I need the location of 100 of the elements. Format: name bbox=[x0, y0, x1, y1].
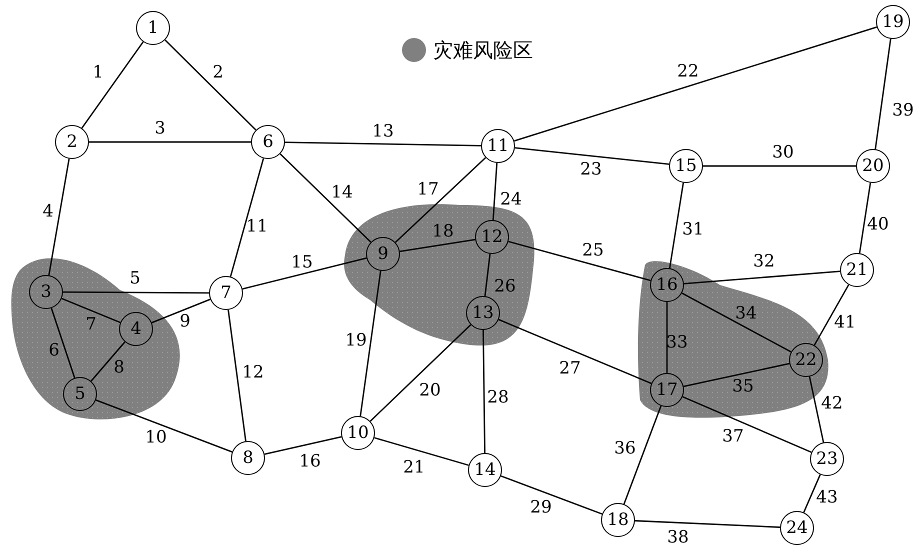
connector-line bbox=[61, 298, 121, 324]
edge-label: 23 bbox=[580, 162, 602, 178]
connector-line bbox=[48, 158, 70, 276]
edge-label: 30 bbox=[772, 144, 794, 162]
connector-line bbox=[508, 240, 651, 282]
node-circle: 15 bbox=[669, 149, 703, 183]
connector-line bbox=[874, 38, 892, 150]
connector-line bbox=[500, 475, 602, 515]
edge-label: 3 bbox=[154, 120, 166, 138]
edge-label: 15 bbox=[291, 254, 313, 272]
connector-line bbox=[242, 257, 367, 290]
edge-label: 21 bbox=[403, 460, 425, 476]
node-circle: 21 bbox=[840, 253, 874, 287]
connector-line bbox=[89, 141, 251, 143]
edge-label: 42 bbox=[821, 396, 843, 412]
edge-label: 18 bbox=[432, 224, 454, 240]
edge-label: 14 bbox=[331, 184, 353, 202]
edge-label: 9 bbox=[180, 314, 190, 330]
connector-line bbox=[370, 324, 472, 422]
connector-line bbox=[808, 376, 824, 443]
connector-line bbox=[666, 302, 668, 373]
edge-label: 37 bbox=[722, 428, 744, 446]
edge-label: 1 bbox=[92, 64, 104, 82]
node-circle: 16 bbox=[650, 268, 684, 302]
node-circle: 11 bbox=[481, 129, 515, 163]
connector-line bbox=[814, 284, 850, 346]
edge-label: 26 bbox=[494, 278, 516, 296]
edge-label: 32 bbox=[753, 254, 775, 270]
edge-label: 17 bbox=[417, 182, 439, 198]
edge-label: 27 bbox=[559, 360, 581, 378]
edge-label: 6 bbox=[48, 342, 60, 360]
edge-label: 25 bbox=[582, 242, 604, 260]
edge-label: 41 bbox=[834, 314, 856, 332]
connector-line bbox=[280, 153, 372, 243]
connector-line bbox=[484, 254, 491, 296]
edge-label: 19 bbox=[345, 332, 367, 350]
connector-line bbox=[803, 474, 821, 513]
connector-line bbox=[81, 41, 144, 129]
node-circle: 7 bbox=[209, 276, 243, 310]
edge-label: 24 bbox=[500, 192, 522, 208]
node-circle: 13 bbox=[466, 296, 500, 330]
edge-label: 36 bbox=[614, 440, 636, 458]
connector-line bbox=[682, 292, 792, 353]
connector-line bbox=[394, 157, 486, 243]
edge-label: 11 bbox=[246, 218, 268, 236]
edge-label: 34 bbox=[735, 306, 757, 322]
connector-line bbox=[360, 270, 382, 416]
connector-line bbox=[400, 238, 476, 252]
node-circle: 8 bbox=[231, 441, 265, 475]
connector-line bbox=[50, 308, 76, 378]
edge-label: 33 bbox=[666, 334, 688, 352]
connector-line bbox=[668, 182, 684, 268]
edge-label: 8 bbox=[114, 360, 124, 376]
edge-label: 40 bbox=[867, 216, 889, 234]
node-circle: 1 bbox=[136, 11, 170, 45]
edge-label: 43 bbox=[816, 490, 838, 506]
node-circle: 19 bbox=[876, 5, 910, 39]
connector-line bbox=[63, 291, 209, 294]
node-circle: 6 bbox=[251, 125, 285, 159]
edge-label: 39 bbox=[892, 102, 914, 120]
edge-label: 20 bbox=[419, 382, 441, 400]
connector-line bbox=[374, 437, 469, 466]
node-circle: 5 bbox=[63, 377, 97, 411]
node-circle: 17 bbox=[650, 373, 684, 407]
connector-line bbox=[683, 362, 790, 388]
node-circle: 23 bbox=[810, 442, 844, 476]
edge-label: 31 bbox=[682, 222, 704, 238]
edge-label: 2 bbox=[212, 64, 224, 82]
connector-line bbox=[230, 158, 264, 277]
edge-label: 10 bbox=[145, 430, 167, 446]
edge-label: 35 bbox=[732, 378, 754, 396]
edge-label: 5 bbox=[130, 270, 140, 288]
node-circle: 24 bbox=[780, 511, 814, 545]
legend-text: 灾难风险区 bbox=[433, 40, 533, 60]
edge-label: 12 bbox=[242, 364, 264, 382]
connector-line bbox=[264, 436, 342, 455]
connector-line bbox=[703, 165, 856, 167]
edge-label: 7 bbox=[86, 316, 96, 334]
connector-line bbox=[498, 318, 652, 384]
node-circle: 3 bbox=[29, 275, 63, 309]
edge-label: 38 bbox=[667, 530, 689, 546]
edge-label: 28 bbox=[487, 390, 509, 406]
connector-line bbox=[228, 310, 246, 442]
node-circle: 20 bbox=[856, 149, 890, 183]
edge-label: 16 bbox=[299, 454, 321, 470]
connector-line bbox=[514, 147, 670, 165]
edge-label: 22 bbox=[677, 64, 699, 80]
node-circle: 22 bbox=[789, 343, 823, 377]
connector-line bbox=[482, 330, 486, 453]
node-circle: 14 bbox=[468, 453, 502, 487]
edge-label: 4 bbox=[42, 204, 54, 220]
node-circle: 12 bbox=[475, 220, 509, 254]
node-circle: 9 bbox=[366, 237, 400, 271]
edge-label: 13 bbox=[372, 124, 394, 140]
connector-line bbox=[514, 26, 877, 142]
connector-line bbox=[492, 162, 498, 220]
node-circle: 18 bbox=[601, 503, 635, 537]
connector-line bbox=[684, 270, 840, 284]
connector-line bbox=[634, 520, 780, 528]
node-circle: 10 bbox=[341, 416, 375, 450]
